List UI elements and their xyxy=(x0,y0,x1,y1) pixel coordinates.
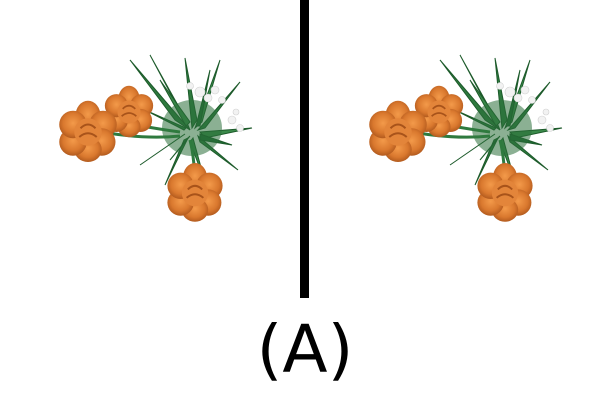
marigold-bouquet-image xyxy=(310,0,610,300)
right-image-panel xyxy=(310,0,610,300)
panel-caption: (A) xyxy=(256,311,354,388)
marigold-bouquet-image xyxy=(0,0,300,300)
vertical-divider xyxy=(300,0,309,298)
left-image-panel xyxy=(0,0,300,300)
